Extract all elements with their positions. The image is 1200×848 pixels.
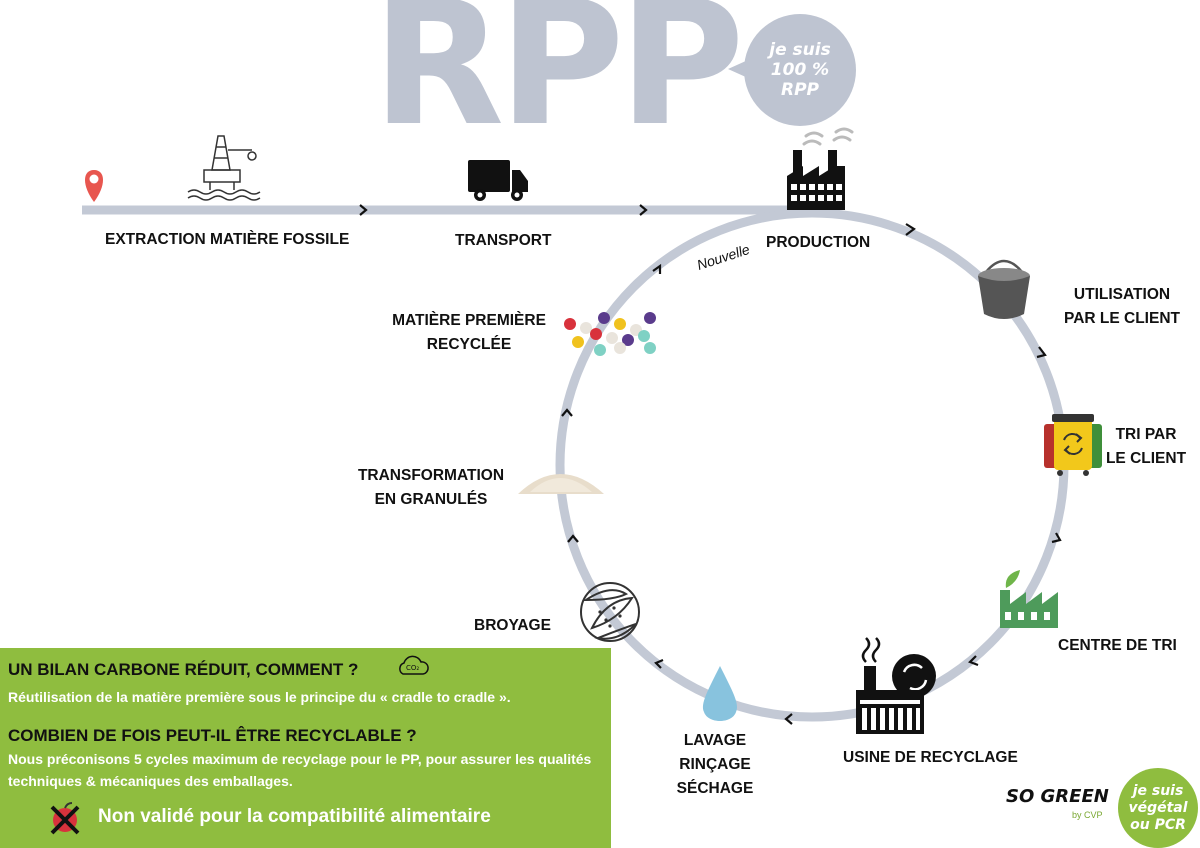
page-title: RPP	[372, 0, 745, 164]
info-panel: UN BILAN CARBONE RÉDUIT, COMMENT ? CO₂ R…	[0, 648, 611, 848]
label-line: RINÇAGE	[679, 756, 751, 773]
brand-name: SO GREEN	[1006, 786, 1109, 807]
label-line: TRI PAR	[1115, 426, 1177, 443]
powder-pile-icon	[518, 474, 604, 494]
co2-label: CO₂	[406, 664, 419, 672]
label-utilisation: UTILISATION PAR LE CLIENT	[1056, 283, 1188, 331]
label-line: RECYCLÉE	[426, 336, 512, 353]
label-granules: TRANSFORMATION EN GRANULÉS	[346, 464, 516, 512]
oil-rig-icon	[187, 135, 261, 201]
rpp-badge-line: RPP	[780, 80, 819, 100]
label-line: LAVAGE	[683, 732, 747, 749]
plastic-pellets-icon	[564, 312, 656, 356]
label-centre-tri: CENTRE DE TRI	[1058, 637, 1177, 654]
carbon-heading: UN BILAN CARBONE RÉDUIT, COMMENT ?	[8, 660, 359, 679]
water-drop-icon	[702, 666, 738, 721]
shredder-icon	[580, 582, 640, 642]
factory-icon	[787, 127, 854, 210]
carbon-text: Réutilisation de la matière première sou…	[8, 689, 511, 705]
label-line: SÉCHAGE	[676, 780, 754, 797]
label-line: PAR LE CLIENT	[1064, 310, 1180, 327]
label-tri: TRI PAR LE CLIENT	[1098, 423, 1194, 471]
vegetal-badge-line: je suis	[1132, 782, 1184, 799]
vegetal-badge: je suis végétal ou PCR	[1118, 768, 1198, 848]
truck-icon	[468, 160, 528, 201]
rpp-badge: je suis 100 % RPP	[728, 14, 856, 126]
label-line: TRANSFORMATION	[357, 467, 505, 484]
vegetal-badge-line: végétal	[1128, 799, 1188, 816]
arrow-marker	[561, 223, 1062, 725]
label-lavage: LAVAGE RINÇAGE SÉCHAGE	[660, 729, 770, 801]
location-pin-icon	[85, 170, 103, 202]
label-extraction: EXTRACTION MATIÈRE FOSSILE	[105, 231, 350, 248]
brand-by: by CVP	[1072, 810, 1103, 820]
label-broyage: BROYAGE	[474, 617, 551, 634]
label-production: PRODUCTION	[766, 234, 871, 251]
vegetal-badge-line: ou PCR	[1130, 816, 1186, 833]
food-compat-text: Non validé pour la compatibilité aliment…	[98, 806, 491, 827]
recycle-text: Nous préconisons 5 cycles maximum de rec…	[8, 751, 592, 789]
recycling-plant-icon	[856, 637, 936, 734]
bucket-icon	[978, 259, 1030, 319]
label-matiere: MATIÈRE PREMIÈRE RECYCLÉE	[384, 309, 554, 357]
label-line: LE CLIENT	[1105, 450, 1187, 467]
co2-cloud-icon: CO₂	[399, 655, 429, 675]
label-line: EN GRANULÉS	[374, 491, 488, 508]
label-transport: TRANSPORT	[455, 232, 552, 249]
rpp-badge-line: 100 %	[770, 60, 830, 80]
label-usine: USINE DE RECYCLAGE	[843, 749, 1018, 766]
label-line: MATIÈRE PREMIÈRE	[392, 312, 546, 329]
recycling-bins-icon	[1044, 414, 1102, 476]
rpp-badge-line: je suis	[769, 40, 831, 60]
label-line: UTILISATION	[1073, 286, 1171, 303]
no-food-icon	[50, 802, 80, 835]
recycle-heading: COMBIEN DE FOIS PEUT-IL ÊTRE RECYCLABLE …	[8, 726, 417, 745]
sorting-center-icon	[1000, 570, 1058, 628]
arrow-marker	[359, 204, 648, 216]
